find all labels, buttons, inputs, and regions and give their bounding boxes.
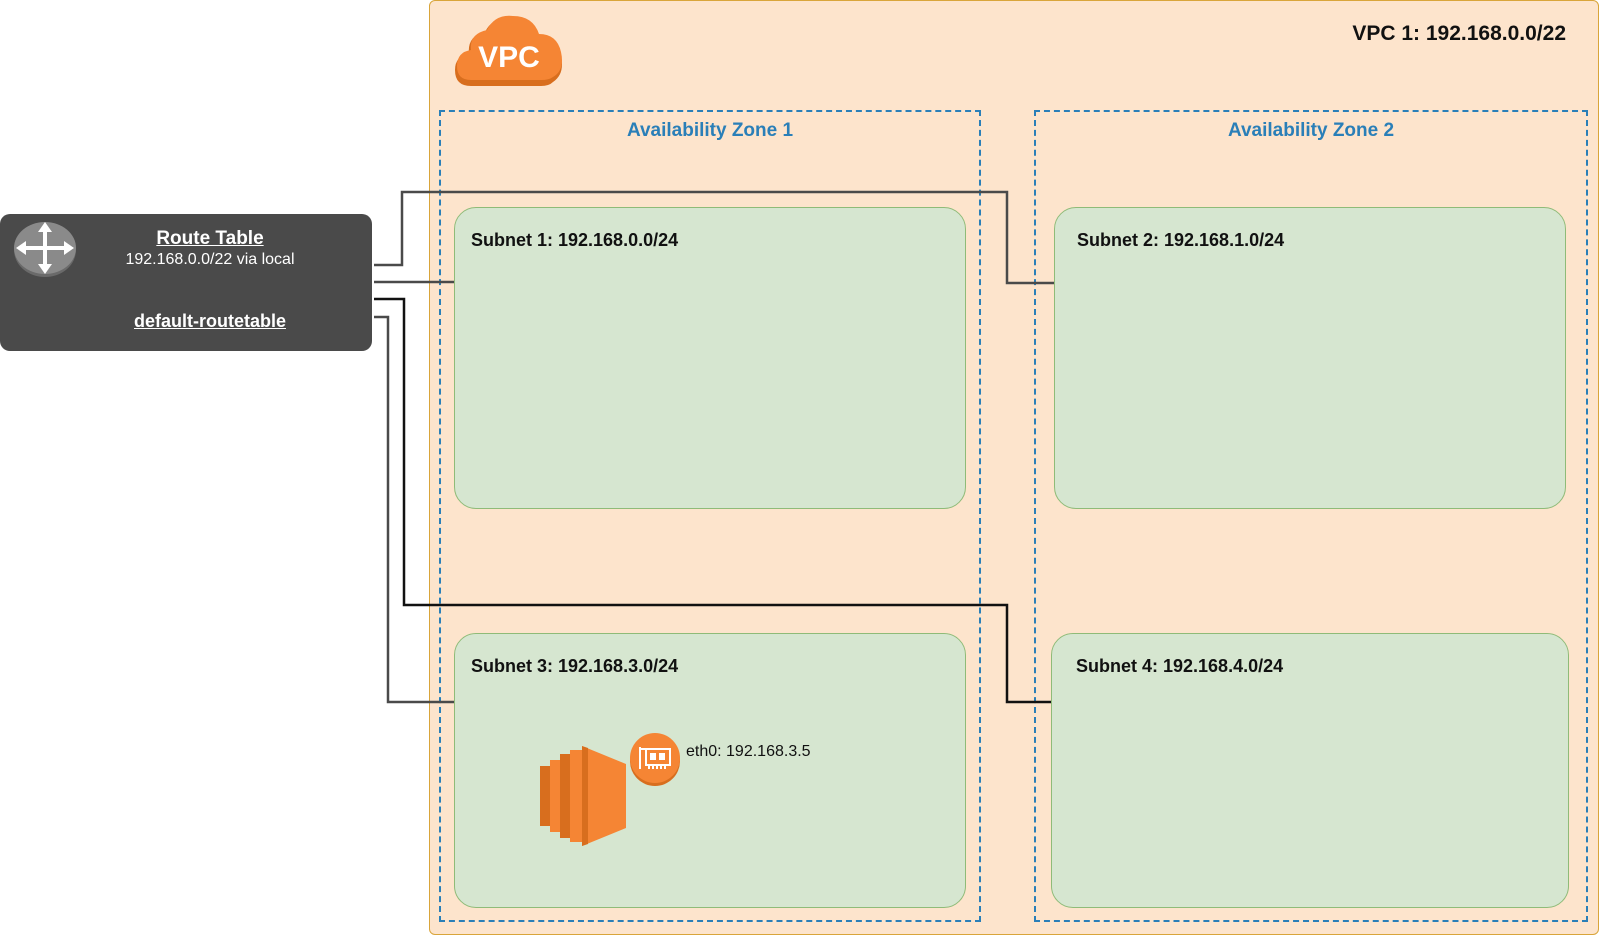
availability-zone-label: Availability Zone 1 <box>626 120 794 141</box>
network-interface-label: eth0: 192.168.3.5 <box>686 743 811 760</box>
subnet-label: Subnet 3: 192.168.3.0/24 <box>471 656 679 676</box>
subnet-4[interactable]: Subnet 4: 192.168.4.0/24 <box>1051 633 1569 908</box>
vpc-logo-text: VPC <box>478 41 540 74</box>
vpc-title: VPC 1: 192.168.0.0/22 <box>1352 22 1566 45</box>
subnet-2[interactable]: Subnet 2: 192.168.1.0/24 <box>1054 207 1566 509</box>
subnet-1[interactable]: Subnet 1: 192.168.0.0/24 <box>454 207 966 509</box>
network-interface-icon[interactable] <box>629 731 681 787</box>
subnet-label: Subnet 1: 192.168.0.0/24 <box>471 230 679 250</box>
availability-zone-label: Availability Zone 2 <box>1227 120 1395 141</box>
route-entry: 192.168.0.0/22 via local <box>125 251 295 268</box>
route-table-name-link[interactable]: default-routetable <box>133 311 286 331</box>
subnet-label: Subnet 2: 192.168.1.0/24 <box>1077 230 1285 250</box>
subnet-3[interactable]: Subnet 3: 192.168.3.0/24 <box>454 633 966 908</box>
vpc-cloud-icon: VPC <box>455 15 562 86</box>
subnet-label: Subnet 4: 192.168.4.0/24 <box>1076 656 1284 676</box>
router-icon <box>14 222 76 277</box>
route-table-title[interactable]: Route Table <box>156 228 264 249</box>
ec2-instance-icon[interactable] <box>540 746 626 846</box>
